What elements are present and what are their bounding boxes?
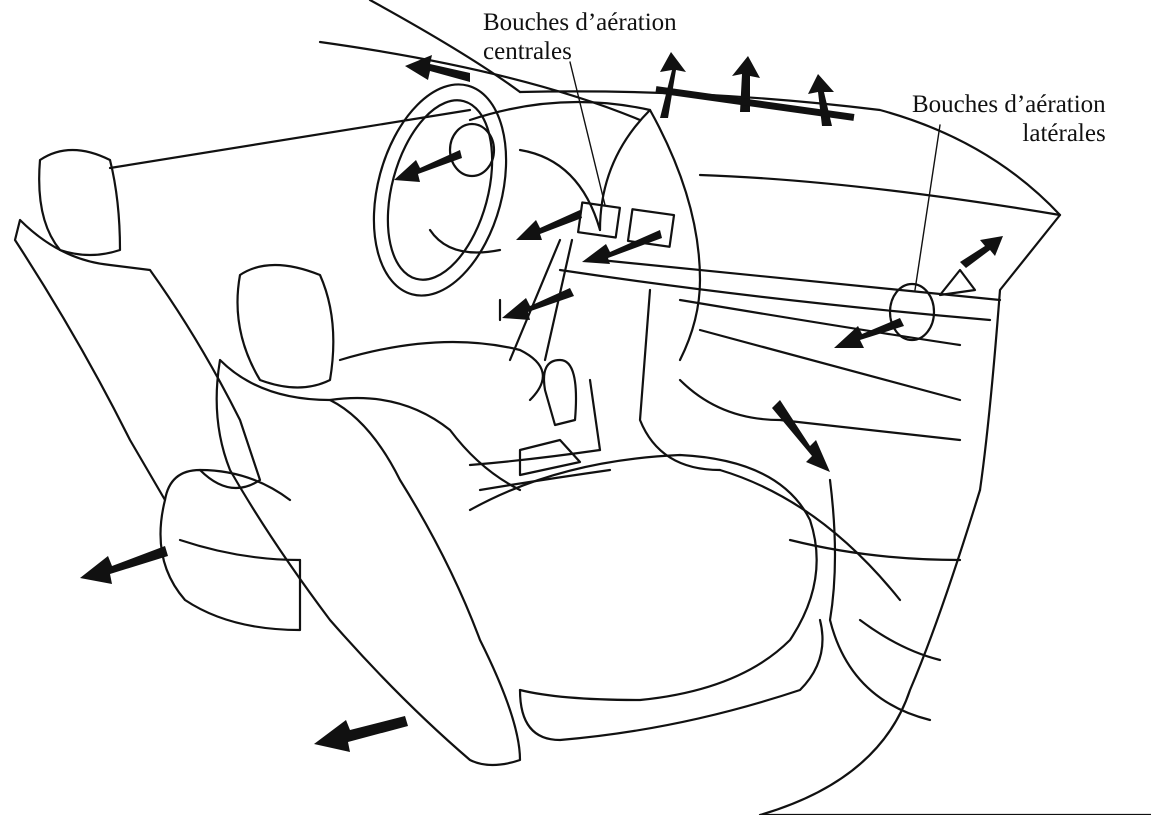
arrow-center-left [516, 210, 582, 240]
windshield-outline [108, 0, 1062, 217]
side-vents-label-line2: latérales [1022, 120, 1106, 147]
arrow-rear-left [80, 546, 168, 584]
right-seat [215, 263, 824, 767]
airflow-arrows [80, 52, 1003, 752]
arrow-floor-center [502, 288, 574, 320]
arrow-steering-lower [394, 150, 462, 182]
side-vents-label: Bouches d’aération latérales [912, 90, 1106, 148]
central-vents-label: Bouches d’aération centrales [483, 8, 677, 66]
defrost-vent [655, 86, 855, 121]
side-vent [888, 268, 977, 342]
leader-lines [569, 61, 941, 291]
arrow-defrost-2 [732, 56, 760, 112]
arrow-defrost-3 [808, 74, 834, 126]
arrow-rear-bottom [314, 716, 408, 752]
central-vents-label-line1: Bouches d’aération [483, 9, 677, 36]
arrow-center-right [582, 230, 662, 264]
steering-wheel [372, 83, 508, 297]
arrow-steering-upper [405, 55, 470, 82]
arrow-floor-right [772, 400, 830, 472]
arrow-defrost-1 [660, 52, 686, 118]
center-console [468, 201, 676, 492]
side-vents-label-line1: Bouches d’aération [912, 91, 1106, 118]
arrow-side-vent [834, 318, 904, 348]
left-seat [13, 149, 302, 632]
central-vents-label-line2: centrales [483, 38, 572, 65]
arrow-side-window [960, 236, 1003, 268]
